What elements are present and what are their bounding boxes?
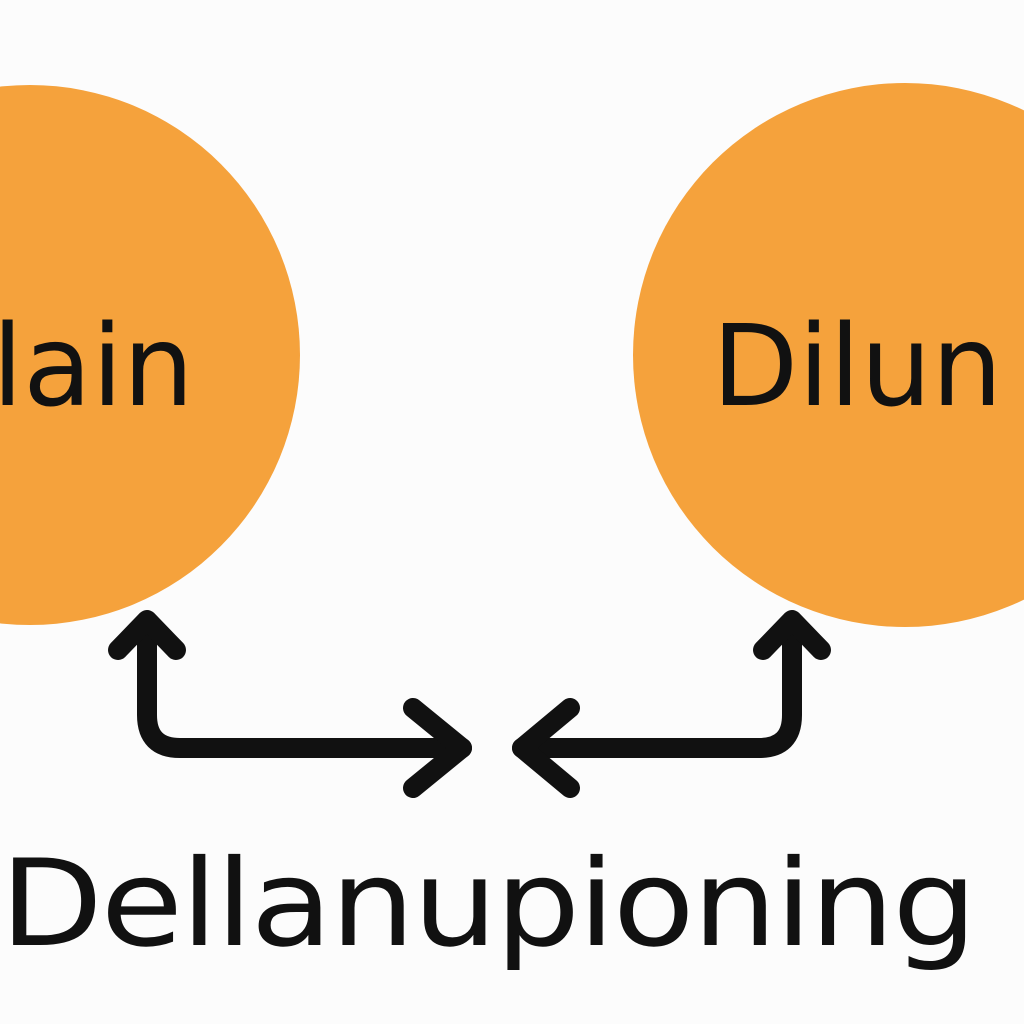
arrowhead-left-icon: [512, 698, 580, 798]
arrowhead-up-left-icon: [108, 610, 186, 660]
arrowhead-up-right-icon: [753, 610, 831, 660]
arrowhead-right-icon: [403, 698, 472, 798]
node-left-label: lain: [0, 302, 194, 432]
node-right: Dilun: [633, 83, 1024, 627]
node-left: lain: [0, 85, 300, 625]
diagram-caption: Dellanupioning: [0, 835, 975, 974]
connector-left-line: [137, 615, 472, 758]
connector-right-arrow: [512, 610, 831, 798]
connector-left-arrow: [108, 610, 472, 798]
node-right-circle: [633, 83, 1024, 627]
connector-right-line: [512, 615, 802, 758]
node-right-label: Dilun: [712, 302, 1002, 432]
node-left-circle: [0, 85, 300, 625]
